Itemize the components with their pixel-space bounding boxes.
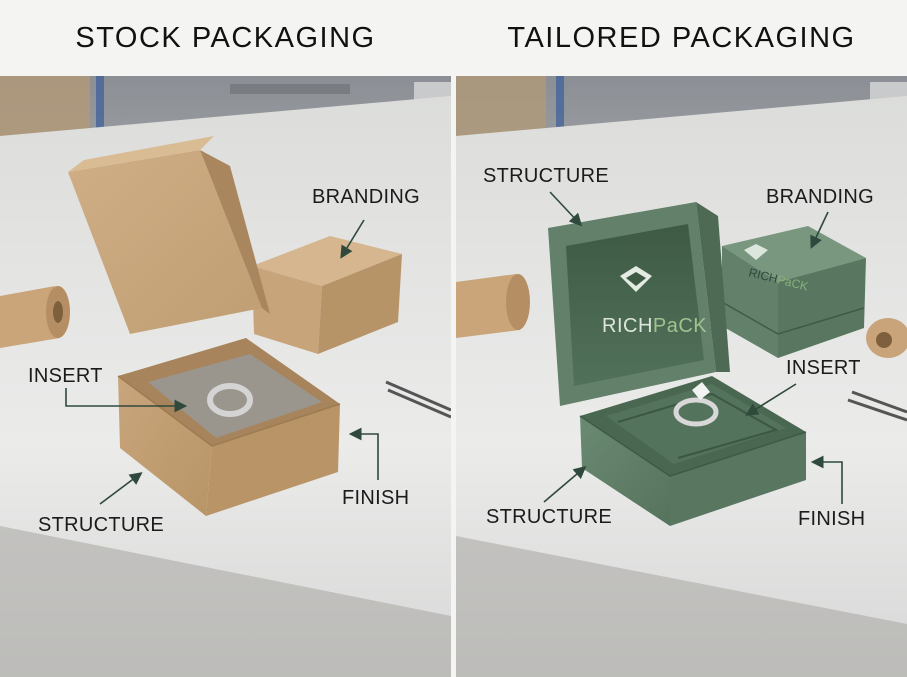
finish-arrow xyxy=(810,455,843,504)
branding-arrow xyxy=(340,219,365,259)
green-ring-box: RICHPaCK xyxy=(548,202,807,526)
open-kraft-mailer-box xyxy=(68,136,341,516)
background-shelf xyxy=(230,84,350,94)
silver-ring xyxy=(207,383,253,417)
diamond-icon xyxy=(692,382,710,400)
finish-label: FINISH xyxy=(798,508,866,530)
structure-arrow xyxy=(99,472,143,505)
closed-kraft-box xyxy=(252,236,402,354)
structure-bottom-arrow xyxy=(543,465,587,503)
finish-label: FINISH xyxy=(342,487,410,509)
branding-arrow xyxy=(810,211,829,249)
kraft-paper-roll xyxy=(456,274,530,338)
lid-brand-text: RICHPaCK xyxy=(602,315,707,337)
finish-arrow xyxy=(348,427,379,480)
shelf-post xyxy=(96,76,104,131)
panel-divider xyxy=(451,0,456,677)
branding-label: BRANDING xyxy=(766,186,874,208)
panel-title: TAILORED PACKAGING xyxy=(507,21,856,54)
stock-box-photo xyxy=(0,76,451,677)
insert-arrow xyxy=(65,388,188,413)
brand-logo-icon xyxy=(744,244,768,260)
panel-title: STOCK PACKAGING xyxy=(75,21,376,54)
table-edge xyxy=(0,526,451,677)
structure-top-arrow xyxy=(549,191,583,227)
shelf-post xyxy=(556,76,564,131)
diamond-ring xyxy=(673,397,719,427)
velvet-lid-lining xyxy=(566,224,704,386)
background-carton xyxy=(0,76,90,136)
table-edge xyxy=(456,536,907,677)
title-bar: TAILORED PACKAGING xyxy=(456,0,907,76)
closed-green-box: RICHPaCK xyxy=(721,226,866,358)
background-carton xyxy=(456,76,546,136)
structure-bottom-label: STRUCTURE xyxy=(486,506,613,528)
insert-arrow xyxy=(745,383,797,416)
tailored-box-photo: RICHPaCK RICHPaCK xyxy=(456,76,907,677)
tweezers xyxy=(385,380,451,419)
tailored-packaging-panel: TAILORED PACKAGING xyxy=(456,0,907,677)
insert-label: INSERT xyxy=(28,365,103,387)
foam-insert xyxy=(148,354,322,438)
title-bar: STOCK PACKAGING xyxy=(0,0,451,76)
kraft-paper-roll xyxy=(0,286,70,348)
insert-label: INSERT xyxy=(786,357,861,379)
stock-packaging-panel: STOCK PACKAGING xyxy=(0,0,451,677)
structure-label: STRUCTURE xyxy=(38,514,165,536)
branding-label: BRANDING xyxy=(312,186,420,208)
tweezers xyxy=(847,390,907,422)
structure-top-label: STRUCTURE xyxy=(483,165,610,187)
box-lid xyxy=(68,150,262,334)
kraft-paper-roll xyxy=(866,318,907,358)
